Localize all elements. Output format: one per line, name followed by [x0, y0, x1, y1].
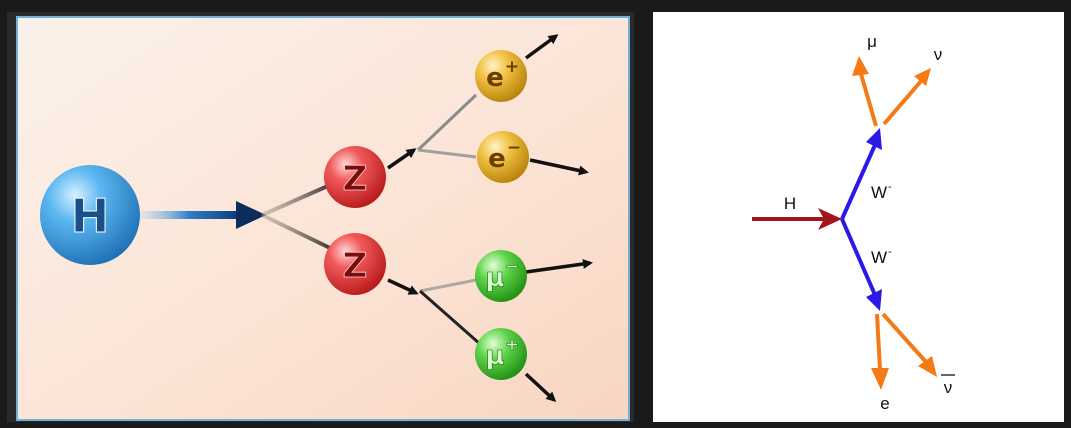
muon-arrowhead	[852, 56, 869, 76]
line-z-lower-out	[387, 278, 419, 295]
electron-minus-particle: e −	[477, 131, 529, 183]
higgs-arrowhead	[236, 201, 266, 229]
higgs-beam	[140, 211, 238, 219]
line-to-muon-minus	[419, 278, 477, 293]
w-upper-charge: -	[888, 181, 892, 193]
arrow-muon-plus	[524, 372, 557, 403]
muon-minus-symbol: μ	[485, 263, 504, 293]
z-lower-label: Z	[343, 246, 368, 286]
arrow-electron-plus	[524, 34, 559, 60]
electron-label: e	[880, 394, 889, 413]
electron-line	[875, 313, 882, 371]
right-higgs-arrowhead	[818, 208, 842, 230]
line-z-upper-out	[387, 148, 417, 170]
arrow-muon-minus	[525, 259, 593, 274]
neutrino-label: ν	[934, 45, 943, 64]
line-h-to-z-upper	[261, 183, 331, 217]
muon-line	[859, 73, 878, 127]
z-upper-label: Z	[343, 159, 368, 199]
line-h-to-z-lower	[261, 213, 331, 250]
left-panel: H Z Z e + e − μ − μ +	[7, 12, 634, 422]
w-lower-arrowhead	[866, 289, 882, 311]
neutrino-line	[882, 78, 924, 126]
z-boson-lower: Z	[324, 233, 386, 295]
w-upper-symbol: W	[871, 183, 887, 202]
muon-minus-charge: −	[505, 257, 519, 277]
electron-arrowhead	[871, 368, 889, 390]
w-lower-line	[840, 218, 877, 296]
muon-plus-symbol: μ	[485, 341, 504, 371]
line-to-electron-minus	[417, 148, 477, 159]
electron-plus-symbol: e	[486, 63, 504, 93]
w-upper-arrowhead	[866, 128, 882, 150]
antineutrino-arrowhead	[918, 356, 937, 377]
neutrino-arrowhead	[914, 68, 931, 86]
electron-minus-symbol: e	[488, 144, 506, 174]
w-lower-symbol: W	[871, 248, 887, 267]
line-to-electron-plus	[416, 93, 478, 152]
right-higgs-label: H	[784, 194, 796, 213]
arrow-electron-minus	[529, 158, 589, 176]
z-boson-upper: Z	[324, 146, 386, 208]
antineutrino-label: ν	[944, 378, 953, 397]
higgs-particle: H	[40, 165, 140, 265]
electron-plus-charge: +	[505, 57, 519, 77]
right-panel-background	[653, 12, 1064, 422]
muon-label: μ	[867, 32, 877, 51]
line-to-muon-plus	[419, 289, 481, 346]
electron-minus-charge: −	[507, 138, 521, 158]
w-lower-charge: -	[888, 246, 892, 258]
higgs-label: H	[71, 189, 110, 243]
muon-minus-particle: μ −	[475, 250, 527, 302]
w-upper-line	[840, 144, 877, 220]
electron-plus-particle: e +	[475, 50, 527, 102]
muon-plus-particle: μ +	[475, 328, 527, 380]
muon-plus-charge: +	[505, 335, 519, 355]
right-panel: H W - W - μ ν e ν	[653, 12, 1064, 422]
antineutrino-line	[881, 312, 928, 364]
